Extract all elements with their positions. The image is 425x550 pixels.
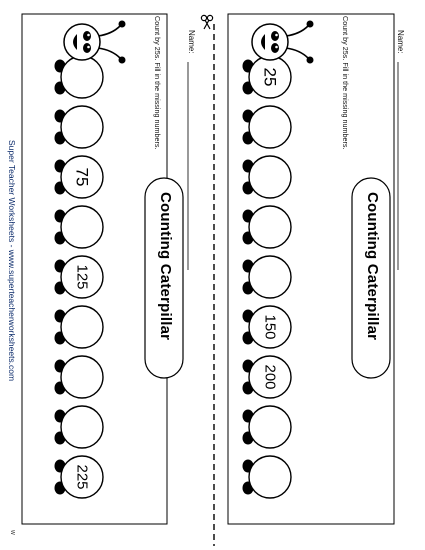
caterpillar-head xyxy=(251,23,289,61)
antenna-tip xyxy=(306,20,314,28)
caterpillar-right: 200 150 25 xyxy=(242,20,314,499)
segment-number: 200 xyxy=(262,364,279,389)
segment-circle xyxy=(248,155,292,199)
caterpillar-segment xyxy=(242,405,292,449)
segment-number: 75 xyxy=(73,168,92,187)
eye xyxy=(271,31,279,41)
title-left: Counting Caterpillar xyxy=(157,192,174,341)
eye-shine xyxy=(87,33,90,37)
eye-shine xyxy=(275,33,278,37)
footer-credit: Super Teacher Worksheets - www.superteac… xyxy=(7,140,17,382)
segment-circle xyxy=(248,105,292,149)
segment-circle xyxy=(60,55,104,99)
caterpillar-segment xyxy=(54,405,104,449)
caterpillar-segment xyxy=(242,105,292,149)
caterpillar-segment xyxy=(242,255,292,299)
smile xyxy=(73,34,77,50)
segment-circle xyxy=(60,305,104,349)
segment-circle xyxy=(248,305,292,349)
antenna-tip xyxy=(118,56,126,64)
segment-circle xyxy=(60,205,104,249)
caterpillar-segment xyxy=(54,355,104,399)
instructions-right: Count by 25s. Fill in the missing number… xyxy=(341,16,350,150)
antenna-tip xyxy=(118,20,126,28)
segment-number: 25 xyxy=(261,68,280,87)
caterpillar-segment xyxy=(242,155,292,199)
segment-number: 225 xyxy=(74,464,91,489)
segment-number: 125 xyxy=(74,264,91,289)
caterpillar-segment: 200 xyxy=(242,355,292,399)
caterpillar-left: 225 125 75 xyxy=(54,20,126,499)
segment-circle xyxy=(248,455,292,499)
head-circle xyxy=(251,23,289,61)
antenna xyxy=(97,47,121,59)
page-mark: W xyxy=(9,530,15,535)
segment-circle xyxy=(60,105,104,149)
caterpillar-segment xyxy=(242,455,292,499)
caterpillar-segment xyxy=(54,105,104,149)
eye-shine xyxy=(275,45,278,49)
segment-circle xyxy=(248,205,292,249)
caterpillar-segment xyxy=(54,205,104,249)
segment-circle xyxy=(60,155,104,199)
segment-number: 150 xyxy=(262,314,279,339)
caterpillar-segment: 150 xyxy=(242,305,292,349)
segment-circle xyxy=(248,255,292,299)
segment-circle xyxy=(60,355,104,399)
eye xyxy=(83,31,91,41)
title-pill-right xyxy=(351,177,391,379)
scissors-icon xyxy=(200,14,214,30)
caterpillar-head xyxy=(63,23,101,61)
eye xyxy=(83,43,91,53)
antenna xyxy=(285,25,309,37)
caterpillar-segment: 125 xyxy=(54,255,104,299)
name-label-left: Name: xyxy=(187,30,196,54)
segment-circle xyxy=(60,455,104,499)
caterpillar-segment: 75 xyxy=(54,155,104,199)
eye-shine xyxy=(87,45,90,49)
title-pill-left xyxy=(144,177,184,379)
segment-circle xyxy=(248,405,292,449)
segment-circle xyxy=(60,255,104,299)
antenna-tip xyxy=(306,56,314,64)
head-circle xyxy=(63,23,101,61)
title-right: Counting Caterpillar xyxy=(364,192,381,341)
caterpillar-segment xyxy=(54,55,104,99)
instructions-left: Count by 25s. Fill in the missing number… xyxy=(153,16,162,150)
antenna xyxy=(285,47,309,59)
name-label-right: Name: xyxy=(396,30,405,54)
caterpillar-segment xyxy=(54,305,104,349)
segment-circle xyxy=(60,405,104,449)
strip-border-right xyxy=(227,13,395,525)
caterpillar-segment: 25 xyxy=(242,55,292,99)
caterpillar-segment xyxy=(242,205,292,249)
eye xyxy=(271,43,279,53)
caterpillar-segment: 225 xyxy=(54,455,104,499)
segment-circle xyxy=(248,355,292,399)
antenna xyxy=(97,25,121,37)
smile xyxy=(261,34,265,50)
